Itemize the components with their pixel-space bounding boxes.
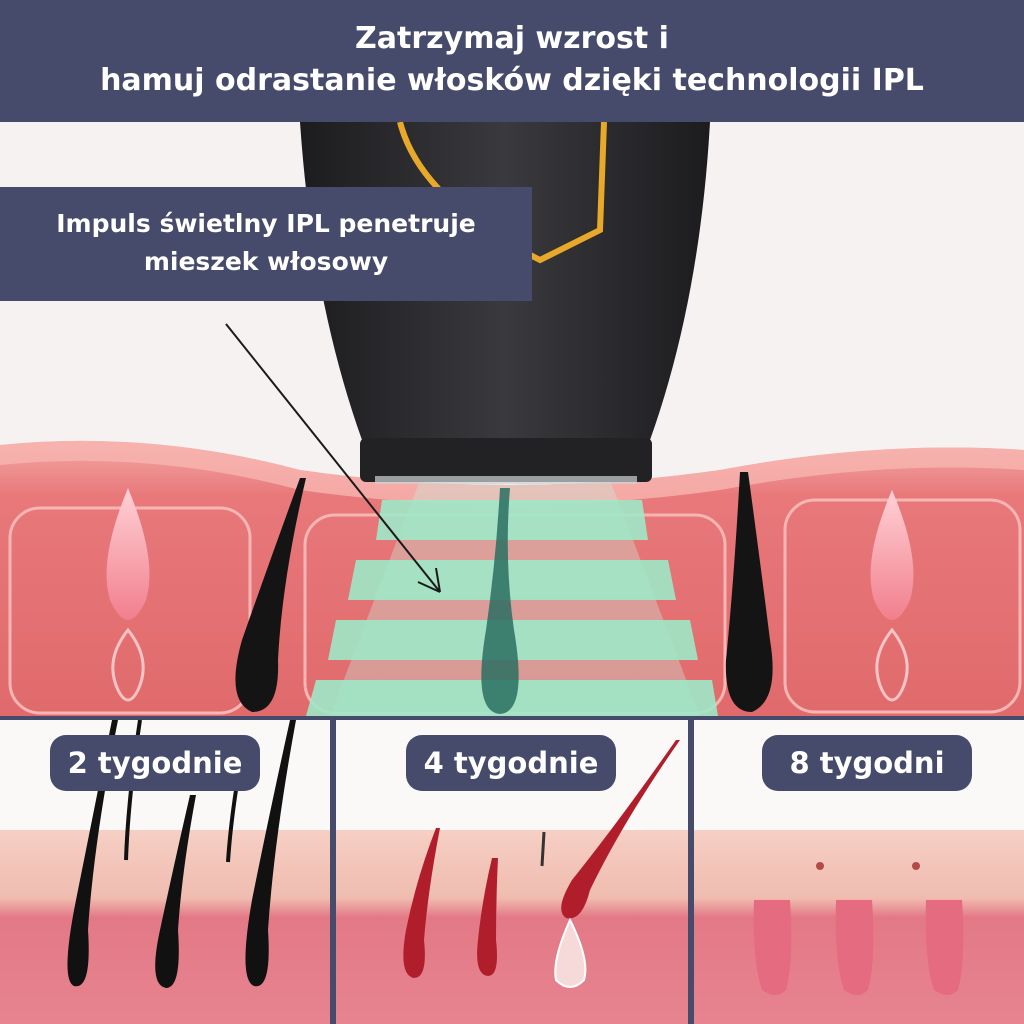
follicle-bulb-left [106, 488, 150, 620]
panel-8-pore-1 [816, 862, 824, 870]
panel-8-pore-2 [912, 862, 920, 870]
panel-4-hair-stub [540, 831, 546, 867]
pulse-band-1 [376, 500, 648, 540]
panel-4-skin [336, 830, 688, 1024]
pointer-arrow-line [225, 323, 441, 593]
ipl-device-tip [360, 438, 652, 482]
panel-2-hair-3 [245, 720, 296, 987]
panel-label-8-weeks: 8 tygodni [762, 735, 972, 791]
follicle-duct-left [111, 627, 145, 702]
panel-8-follicle-3 [925, 900, 964, 995]
pointer-arrow-head [417, 567, 441, 593]
panel-2-hair-5 [226, 789, 238, 863]
ipl-device-lens [375, 476, 637, 484]
panel-4-hair-3 [561, 740, 680, 919]
panel-label-2-weeks: 2 tygodnie [50, 735, 260, 791]
ipl-callout-box: Impuls świetlny IPL penetruje mieszek wł… [0, 187, 532, 301]
panel-separator-1 [330, 716, 336, 1024]
callout-line-1: Impuls świetlny IPL penetruje [56, 209, 476, 238]
panel-4-empty-follicle [554, 917, 587, 988]
pulse-band-2 [348, 560, 676, 600]
panel-label-4-weeks: 4 tygodnie [406, 735, 616, 791]
panel-8-follicle-1 [753, 900, 792, 995]
follicle-duct-right [875, 627, 909, 702]
follicle-bulb-right [870, 490, 914, 620]
panel-8-follicle-2 [835, 900, 874, 995]
panel-4-hair-2 [477, 858, 498, 976]
skin-cell-right [783, 498, 1022, 714]
banner-line-2: hamuj odrastanie włosków dzięki technolo… [100, 63, 924, 98]
treated-hair [481, 488, 519, 714]
panel-4-hair-1 [403, 828, 440, 978]
hair-follicle-left [235, 478, 306, 712]
hair-follicle-right [725, 472, 773, 712]
skin-surface-highlight [0, 440, 1024, 505]
banner-line-1: Zatrzymaj wzrost i [355, 21, 669, 56]
panel-divider [0, 716, 1024, 720]
top-banner: Zatrzymaj wzrost i hamuj odrastanie włos… [0, 0, 1024, 122]
panel-2-hair-2 [155, 795, 196, 988]
panel-separator-2 [688, 716, 694, 1024]
callout-line-2: mieszek włosowy [143, 247, 389, 276]
